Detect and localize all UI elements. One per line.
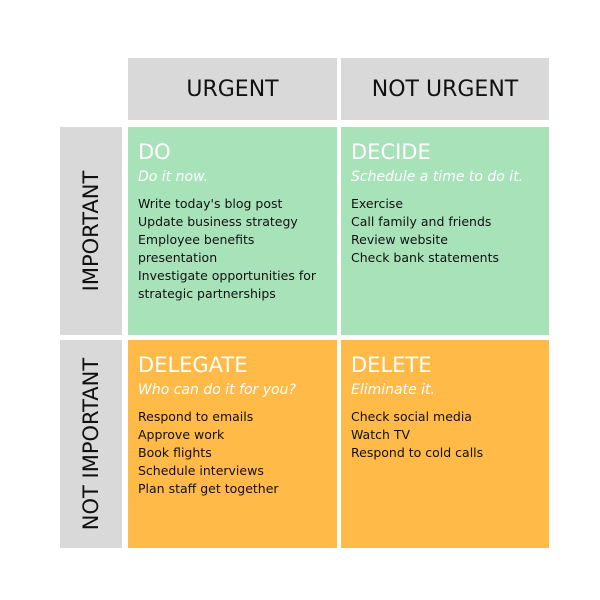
task-item: Plan staff get together <box>138 481 279 496</box>
task-item: Call family and friends <box>351 214 492 229</box>
task-item: Write today's blog post <box>138 196 283 211</box>
quadrant-title: DELEGATE <box>138 353 248 377</box>
quadrant-title: DO <box>138 140 171 164</box>
quadrant-subtitle: Who can do it for you? <box>138 382 296 398</box>
row-label: NOT IMPORTANT <box>79 357 103 531</box>
task-item: Respond to emails <box>138 409 254 424</box>
task-item: Update business strategy <box>138 214 298 229</box>
column-header-not-urgent: NOT URGENT <box>341 58 549 120</box>
task-item: Schedule interviews <box>138 463 264 478</box>
task-item: Check bank statements <box>351 250 500 265</box>
task-list: Write today's blog post Update business … <box>138 195 327 303</box>
task-item: Book flights <box>138 445 212 460</box>
quadrant-decide: DECIDE Schedule a time to do it. Exercis… <box>341 127 549 335</box>
quadrant-subtitle: Schedule a time to do it. <box>351 169 524 185</box>
task-list: Exercise Call family and friends Review … <box>351 195 539 267</box>
task-item: Approve work <box>138 427 225 442</box>
row-label: IMPORTANT <box>79 170 103 292</box>
quadrant-do: DO Do it now. Write today's blog post Up… <box>128 127 337 335</box>
column-header-urgent: URGENT <box>128 58 337 120</box>
task-item: Exercise <box>351 196 404 211</box>
row-header-important: IMPORTANT <box>60 127 122 335</box>
quadrant-title: DECIDE <box>351 140 431 164</box>
task-item: Investigate opportunities for strategic … <box>138 268 317 301</box>
task-item: Employee benefits presentation <box>138 232 255 265</box>
task-item: Review website <box>351 232 448 247</box>
quadrant-subtitle: Eliminate it. <box>351 382 435 398</box>
quadrant-title: DELETE <box>351 353 432 377</box>
task-item: Respond to cold calls <box>351 445 484 460</box>
quadrant-delete: DELETE Eliminate it. Check social media … <box>341 340 549 548</box>
row-header-not-important: NOT IMPORTANT <box>60 340 122 548</box>
task-item: Check social media <box>351 409 472 424</box>
task-list: Check social media Watch TV Respond to c… <box>351 408 539 462</box>
quadrant-delegate: DELEGATE Who can do it for you? Respond … <box>128 340 337 548</box>
quadrant-subtitle: Do it now. <box>138 169 209 185</box>
task-list: Respond to emails Approve work Book flig… <box>138 408 327 498</box>
task-item: Watch TV <box>351 427 411 442</box>
